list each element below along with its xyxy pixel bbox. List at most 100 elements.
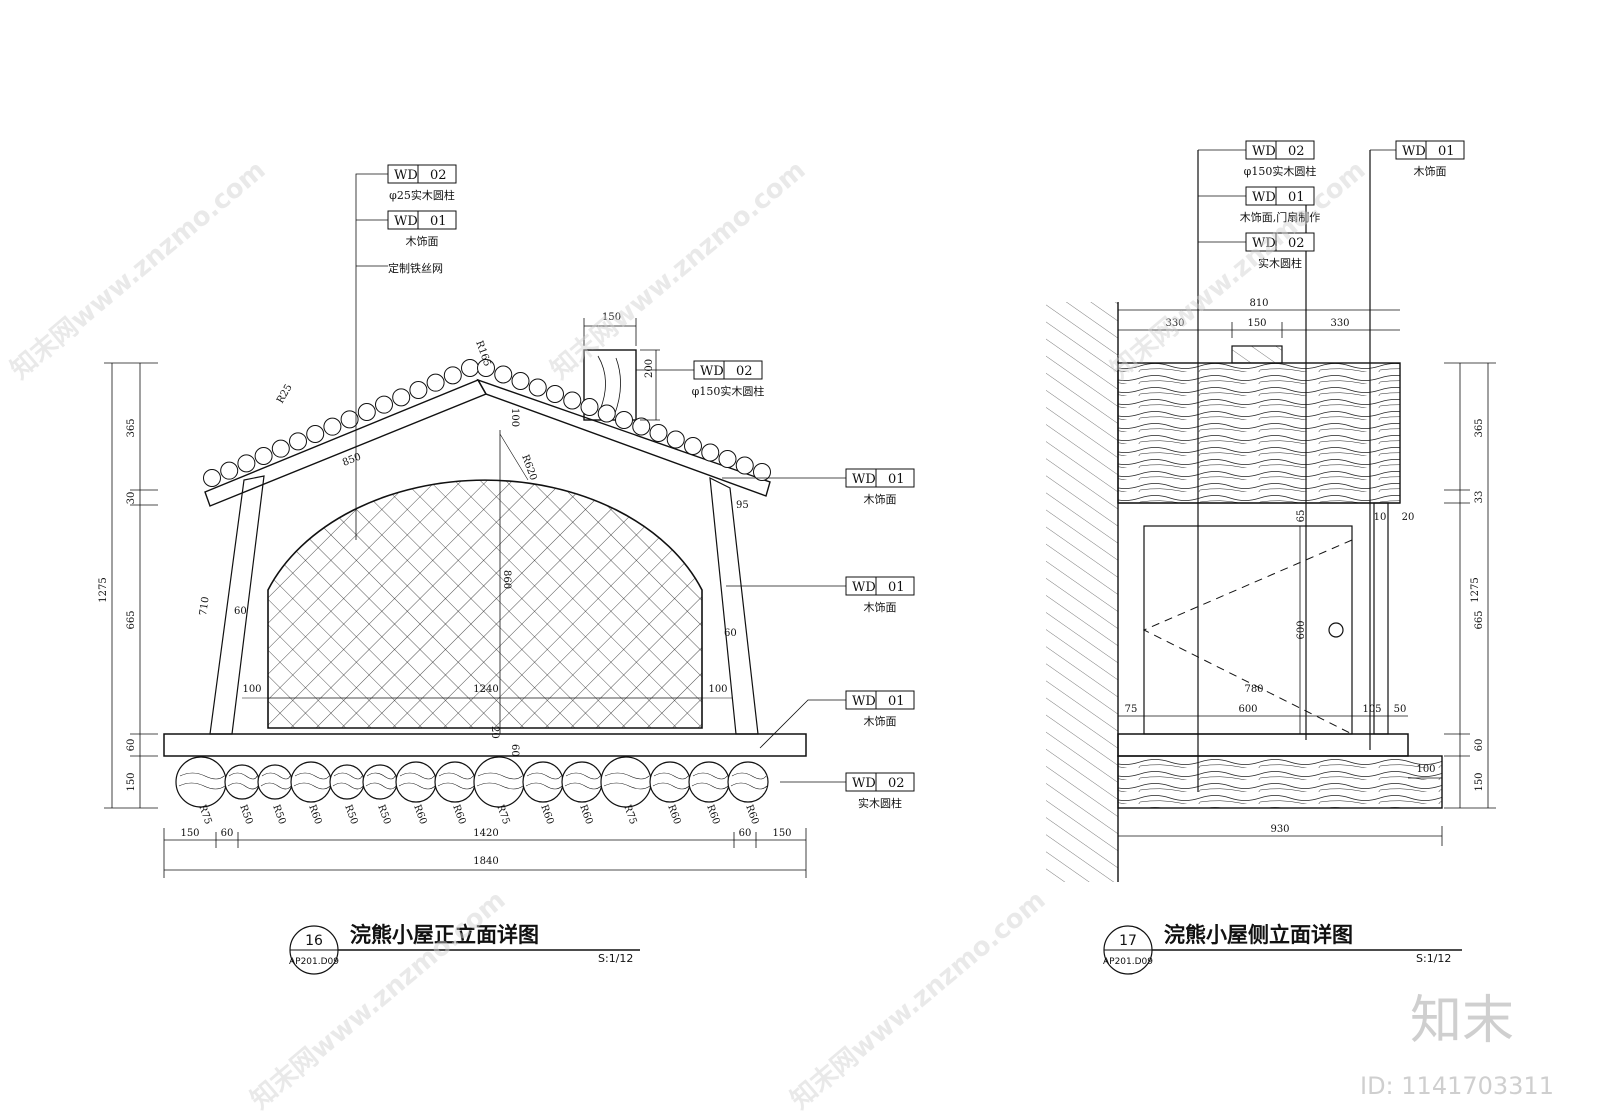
tag-note: 实木圆柱 [1258,256,1302,270]
roof-log [340,410,359,429]
watermark-4: 知末网www.znzmo.com [245,885,511,1115]
side-330b: 330 [1330,318,1349,329]
watermark-2: 知末网www.znzmo.com [545,155,811,385]
roof-log [546,385,564,403]
dim-850: 850 [341,451,363,468]
door-knob [1328,622,1344,638]
tag-note: 定制铁丝网 [388,261,443,275]
tag-code: WD [852,580,876,595]
base-log [434,761,476,803]
arch-outline [267,479,703,729]
watermarks: 知末网www.znzmo.com 知末网www.znzmo.com 知末网www… [5,155,1554,1115]
tag-note: 木饰面 [406,234,439,248]
base-log [257,764,293,800]
roof-log [254,447,273,465]
dim-1840: 1840 [473,856,498,867]
dim-20: 20 [489,726,500,739]
tag-note: φ150实木圆柱 [1244,164,1317,178]
tag-num: 01 [430,214,447,229]
dim-b-1420: 1420 [473,828,498,839]
side-roof-block [1117,362,1401,504]
roof-log [237,454,256,473]
roof-log [392,388,411,407]
dim-b-150b: 150 [772,828,791,839]
tag-note: φ150实木圆柱 [692,384,765,398]
base-log [395,761,437,803]
side-75: 75 [1125,704,1138,715]
dim-60-base: 60 [509,744,520,757]
front-elevation [163,349,807,808]
left-post [209,475,265,735]
roof-log [511,372,530,390]
dim-1275: 1275 [98,577,109,602]
tag-note: 木饰面 [1414,164,1447,178]
side-number: 17 [1119,933,1137,949]
roof-log [701,443,720,462]
dim-665: 665 [126,610,137,629]
roof-log [563,391,582,410]
base-log [561,761,603,803]
roof-log [632,417,651,436]
tag-num: 01 [888,694,905,709]
tag-num: 01 [1288,190,1305,205]
front-number: 16 [305,933,323,949]
roof-log [649,424,668,442]
tag-code: WD [700,364,724,379]
wire-mesh-panel [268,480,702,728]
wall-section [1046,302,1118,882]
base-log [727,761,769,803]
dim-95: 95 [736,500,749,511]
tag-note: φ25实木圆柱 [389,188,455,202]
tag-num: 02 [1288,236,1305,251]
side-150: 150 [1247,318,1266,329]
front-leaders [355,173,846,783]
roof-log [580,398,599,416]
base-plate [163,733,807,757]
base-log [688,761,730,803]
roof-log [203,469,221,487]
side-105: 105 [1362,704,1381,715]
base-log [224,764,260,800]
r25-label: R25 [275,382,295,405]
r620-label: R620 [519,453,538,482]
front-tag: WD 02 φ150实木圆柱 [692,360,765,398]
roof-log [375,395,393,414]
log-radius-label: R60 [665,803,682,826]
side-600: 600 [1238,704,1257,715]
roof-log [494,365,513,384]
roof-logs [203,359,771,487]
side-930: 930 [1270,824,1289,835]
roof-log [357,403,376,421]
roof-log [615,411,633,429]
tag-code: WD [852,472,876,487]
image-id: ID: 1141703311 [1360,1072,1554,1100]
tag-num: 02 [736,364,753,379]
roof-log [528,378,547,397]
roof-log [323,417,342,436]
front-title-block: 16 AP201.D09 浣熊小屋正立面详图 S:1/12 [289,923,640,975]
tag-note: 木饰面 [864,600,897,614]
tag-code: WD [1252,190,1276,205]
roof-log [753,463,771,481]
roof-log [306,425,325,443]
dim-860: 860 [501,570,512,589]
right-post [709,476,759,735]
roof-log [220,461,239,480]
roof-board-right [476,378,771,497]
front-bottom-dims [163,828,807,878]
base-logs [175,756,769,808]
roof-log [684,437,702,455]
log-radius-label: R75 [621,803,638,826]
dim-60: 60 [126,739,137,752]
tag-code: WD [1252,144,1276,159]
log-radius-label: R60 [538,803,555,826]
